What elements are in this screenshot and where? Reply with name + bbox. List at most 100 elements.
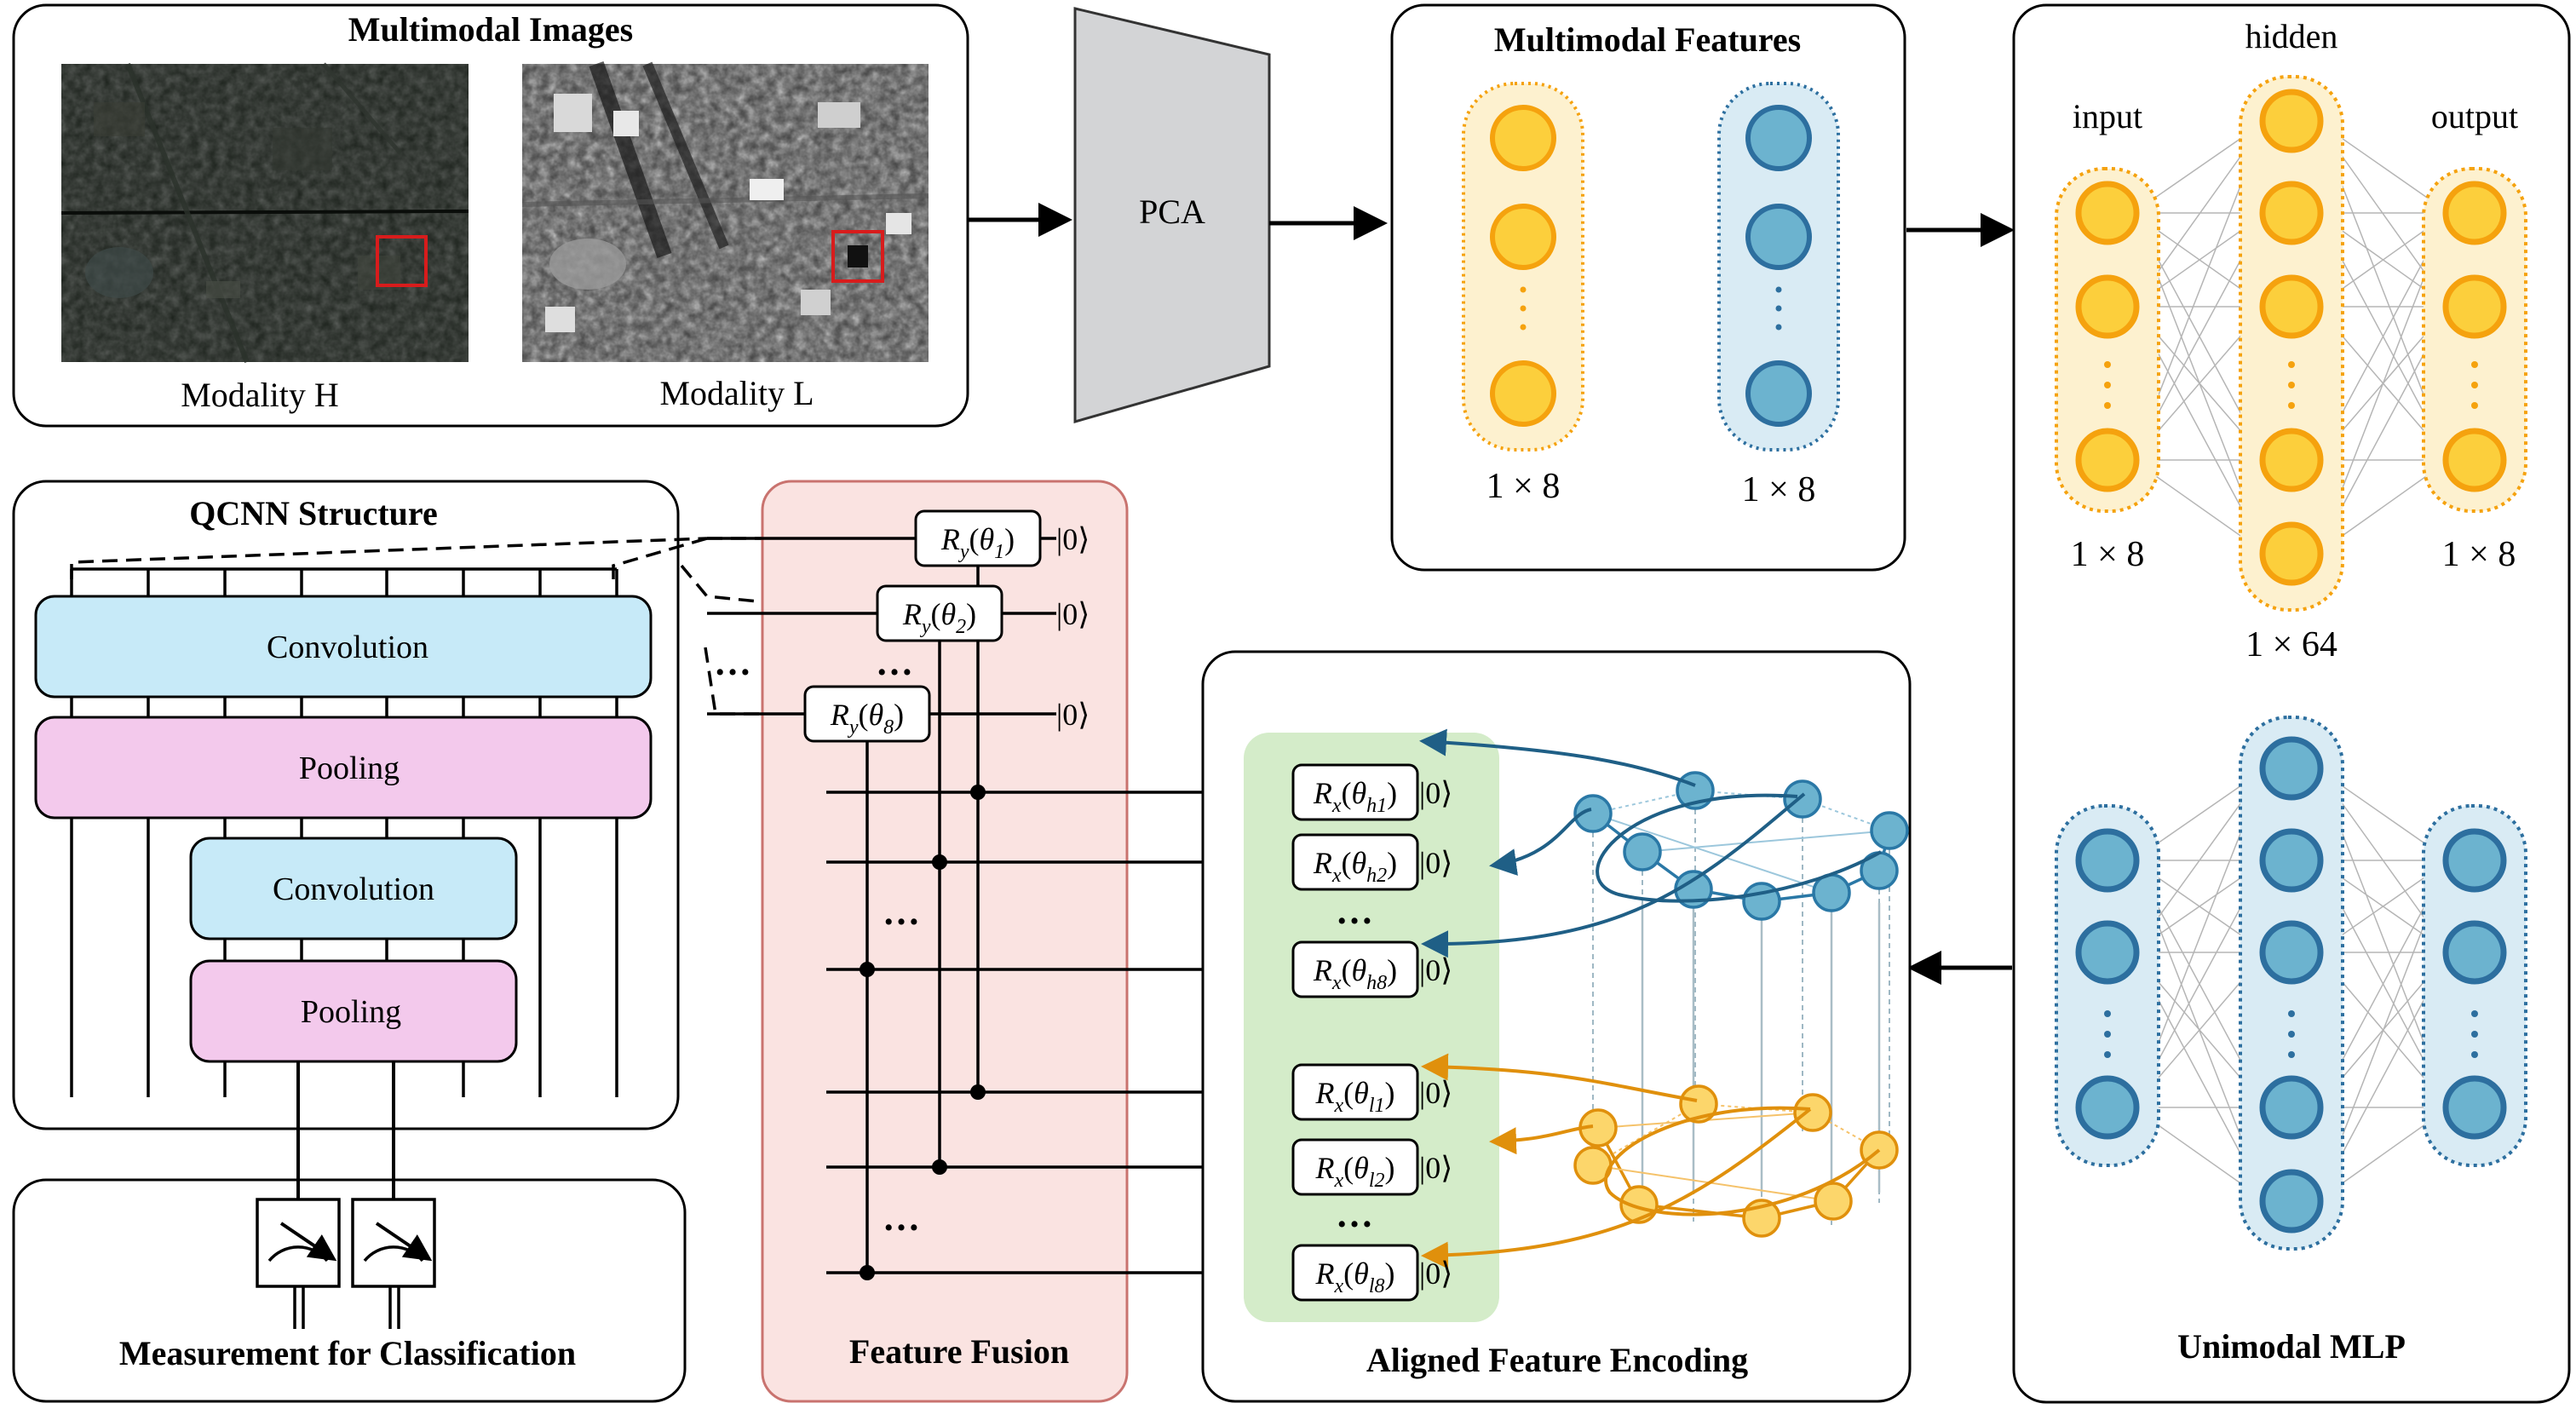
encoding-arrow — [1489, 1124, 1594, 1155]
feature-node — [1490, 360, 1556, 427]
fusion-panel: Ry(θ1)|0⟩Ry(θ2)|0⟩Ry(θ8)|0⟩……… Feature F… — [707, 480, 1293, 1403]
encoding-arrow — [1419, 728, 1696, 787]
modality-h-label: Modality H — [181, 376, 339, 414]
ket-zero-label: |0⟩ — [1419, 846, 1452, 880]
mlp-ellipsis-dot — [2471, 1051, 2478, 1058]
ring-node — [1793, 1093, 1832, 1132]
control-dot — [970, 785, 986, 800]
mlp-ellipsis-dot — [2288, 382, 2295, 388]
modality-l-highlight-box — [831, 230, 884, 283]
mlp-layer-bg — [2422, 167, 2527, 513]
encoding-ellipsis: … — [1336, 890, 1373, 932]
mlp-ellipsis-dot — [2104, 1010, 2111, 1017]
modality-h-image — [60, 62, 469, 364]
mlp-node — [2442, 428, 2507, 492]
ry-gate-label: Ry(θ8) — [830, 698, 904, 739]
encoding-panel: Rx(θh1)|0⟩Rx(θh2)|0⟩Rx(θh8)|0⟩Rx(θl1)|0⟩… — [1201, 650, 1912, 1403]
rx-gate — [1291, 1244, 1419, 1302]
ket-zero-label: |0⟩ — [1056, 698, 1090, 732]
rx-gate-label: Rx(θh2) — [1313, 846, 1397, 887]
rx-gate — [1291, 1063, 1419, 1121]
mlp-hidden-dimension: 1 × 64 — [2245, 625, 2337, 664]
mlp-ellipsis-dot — [2288, 402, 2295, 409]
qcnn-panel-title: QCNN Structure — [189, 494, 437, 532]
mlp-output-label: output — [2431, 97, 2518, 135]
qcnn-pooling-2 — [189, 959, 518, 1063]
ry-gate-label: Ry(θ2) — [902, 597, 976, 638]
feature-l-dimension: 1 × 8 — [1742, 470, 1816, 509]
mlp-node — [2075, 274, 2140, 339]
ring-edge — [1642, 830, 1890, 853]
modality-h-highlight-box — [376, 235, 428, 287]
rx-gate-label: Rx(θl1) — [1314, 1076, 1394, 1117]
mlp-node — [2442, 920, 2507, 985]
ket-zero-label: |0⟩ — [1056, 597, 1090, 631]
feature-h-dimension: 1 × 8 — [1486, 467, 1561, 506]
ry-gate-label: Ry(θ1) — [940, 522, 1015, 563]
encoding-panel-title: Aligned Feature Encoding — [1366, 1341, 1748, 1379]
qcnn-convolution-2-label: Convolution — [273, 871, 434, 907]
mlp-node — [2442, 181, 2507, 245]
ket-zero-label: |0⟩ — [1419, 1257, 1452, 1291]
meter-icon — [256, 1198, 341, 1329]
mlp-ellipsis-dot — [2471, 361, 2478, 368]
qcnn-convolution-1-label: Convolution — [267, 630, 428, 665]
qcnn-ellipsis: … — [714, 641, 751, 683]
mlp-ellipsis-dot — [2104, 1031, 2111, 1038]
pca-block: PCA — [1073, 7, 1271, 423]
mlp-node — [2259, 89, 2324, 153]
qcnn-pooling-1-label: Pooling — [299, 751, 400, 786]
ring-node — [1783, 779, 1822, 819]
qcnn-wires — [70, 567, 618, 1097]
encoding-rings — [1419, 728, 1909, 1269]
mlp-node — [2442, 274, 2507, 339]
modality-l-image — [521, 60, 929, 362]
rx-gate-label: Rx(θl2) — [1314, 1151, 1394, 1192]
mlp-node — [2259, 828, 2324, 893]
ry-gate — [914, 509, 1042, 567]
feature-node — [1745, 105, 1812, 171]
mlp-node — [2075, 920, 2140, 985]
mlp-ellipsis-dot — [2104, 1051, 2111, 1058]
qcnn-panel: QCNN Structure … Convolution Pooling Con… — [12, 480, 916, 1130]
features-panel-title: Multimodal Features — [1494, 20, 1801, 59]
rx-gate-label: Rx(θh8) — [1313, 953, 1397, 994]
mlp-node — [2259, 181, 2324, 245]
pca-label: PCA — [1139, 193, 1205, 231]
mlp-node — [2075, 1075, 2140, 1140]
modality-l-label: Modality L — [659, 374, 814, 412]
rx-gate-label: Rx(θh1) — [1313, 776, 1397, 817]
qcnn-convolution-1 — [34, 595, 653, 699]
features-panel: Multimodal Features 1 × 8 1 × 8 — [1390, 3, 1906, 572]
mlp-ellipsis-dot — [2288, 1031, 2295, 1038]
ring-arc — [1604, 1106, 1881, 1216]
mlp-ellipsis-dot — [2288, 361, 2295, 368]
mlp-blue-network — [2055, 716, 2527, 1251]
ring-node — [1870, 811, 1909, 850]
meter-icon — [351, 1198, 436, 1329]
mlp-node — [2442, 828, 2507, 893]
control-dot — [932, 1159, 947, 1175]
mlp-node — [2259, 1169, 2324, 1234]
mlp-output-dimension: 1 × 8 — [2442, 535, 2516, 574]
ket-zero-label: |0⟩ — [1419, 776, 1452, 810]
mlp-node — [2442, 1075, 2507, 1140]
rx-gate — [1291, 833, 1419, 891]
mlp-panel: hidden input output 1 × 8 1 × 8 1 × 64 U… — [2012, 3, 2571, 1404]
fusion-ellipsis: … — [883, 1197, 920, 1239]
mlp-node — [2075, 828, 2140, 893]
mlp-layer-bg — [2055, 804, 2160, 1167]
ring-edge — [1592, 1165, 1834, 1202]
mlp-node — [2259, 1075, 2324, 1140]
ring-node — [1742, 882, 1781, 921]
ring-arc — [1596, 793, 1882, 903]
mlp-node — [2259, 920, 2324, 985]
mlp-ellipsis-dot — [2104, 402, 2111, 409]
rx-gate-label: Rx(θl8) — [1314, 1257, 1394, 1297]
mlp-hidden-label: hidden — [2245, 17, 2338, 55]
mlp-input-dimension: 1 × 8 — [2071, 535, 2145, 574]
qcnn-pooling-1 — [34, 716, 653, 820]
feature-node — [1490, 204, 1556, 270]
